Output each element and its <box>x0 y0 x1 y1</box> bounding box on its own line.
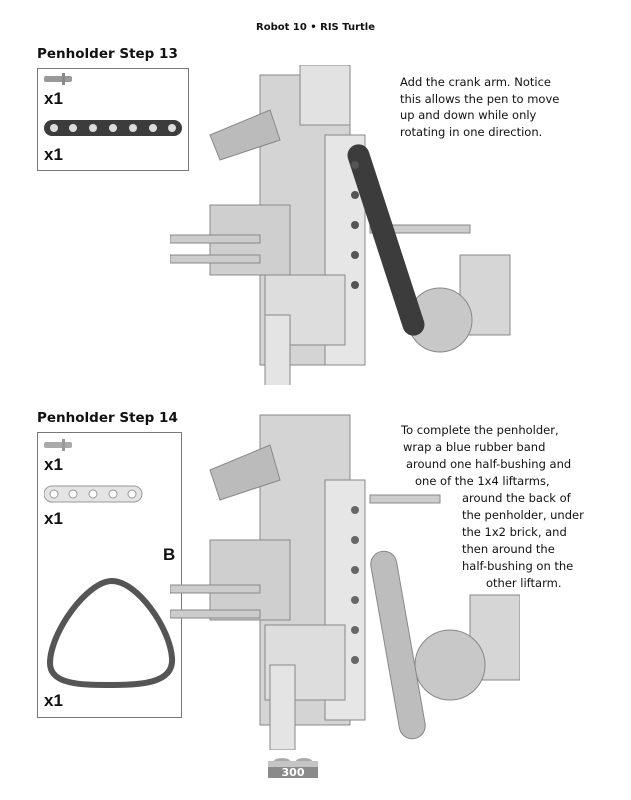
pin-part-icon <box>44 73 72 85</box>
instruction-line: other liftarm. <box>486 576 562 590</box>
part-qty: x1 <box>44 455 63 474</box>
step-14-title: Penholder Step 14 <box>37 410 178 426</box>
instruction-line: around one half-bushing and <box>406 457 572 471</box>
instruction-line: the penholder, under <box>462 508 584 522</box>
part-qty: x1 <box>44 145 63 164</box>
step-13-model-illustration <box>170 65 511 385</box>
brick-icon <box>268 758 318 778</box>
step-14-model-illustration <box>170 414 520 750</box>
instruction-line: then around the <box>462 542 555 556</box>
part-label-b: B <box>163 545 176 564</box>
instruction-line: To complete the penholder, <box>401 423 559 437</box>
step-13-parts-box: x1 x1 <box>37 68 189 171</box>
instruction-line: rotating in one direction. <box>400 124 543 139</box>
page-number: 300 <box>281 766 305 779</box>
instruction-line: up and down while only <box>400 108 537 122</box>
step-13-title: Penholder Step 13 <box>37 46 178 62</box>
instruction-line: Add the crank arm. Notice <box>400 75 551 89</box>
running-header: Robot 10 • RIS Turtle <box>256 22 375 33</box>
instruction-line: the 1x2 brick, and <box>462 525 567 539</box>
instruction-line: one of the 1x4 liftarms, <box>415 474 550 488</box>
part-qty: x1 <box>44 509 63 528</box>
instruction-line: around the back of <box>462 491 571 505</box>
instruction-line: wrap a blue rubber band <box>403 440 546 454</box>
instruction-line: half-bushing on the <box>462 559 574 573</box>
page-number-badge: 300 <box>268 756 318 779</box>
step-13-instructions: Add the crank arm. Notice this allows th… <box>400 74 559 140</box>
liftarm-5-part-icon <box>44 485 143 503</box>
part-qty: x1 <box>44 89 63 108</box>
step-14-parts-box: x1 x1 B x1 <box>37 432 182 718</box>
part-qty: x1 <box>44 691 63 710</box>
instruction-line: this allows the pen to move <box>400 91 560 106</box>
rubber-band-part-icon <box>46 577 176 689</box>
liftarm-7-part-icon <box>44 120 182 136</box>
pin-part-icon <box>44 439 72 451</box>
